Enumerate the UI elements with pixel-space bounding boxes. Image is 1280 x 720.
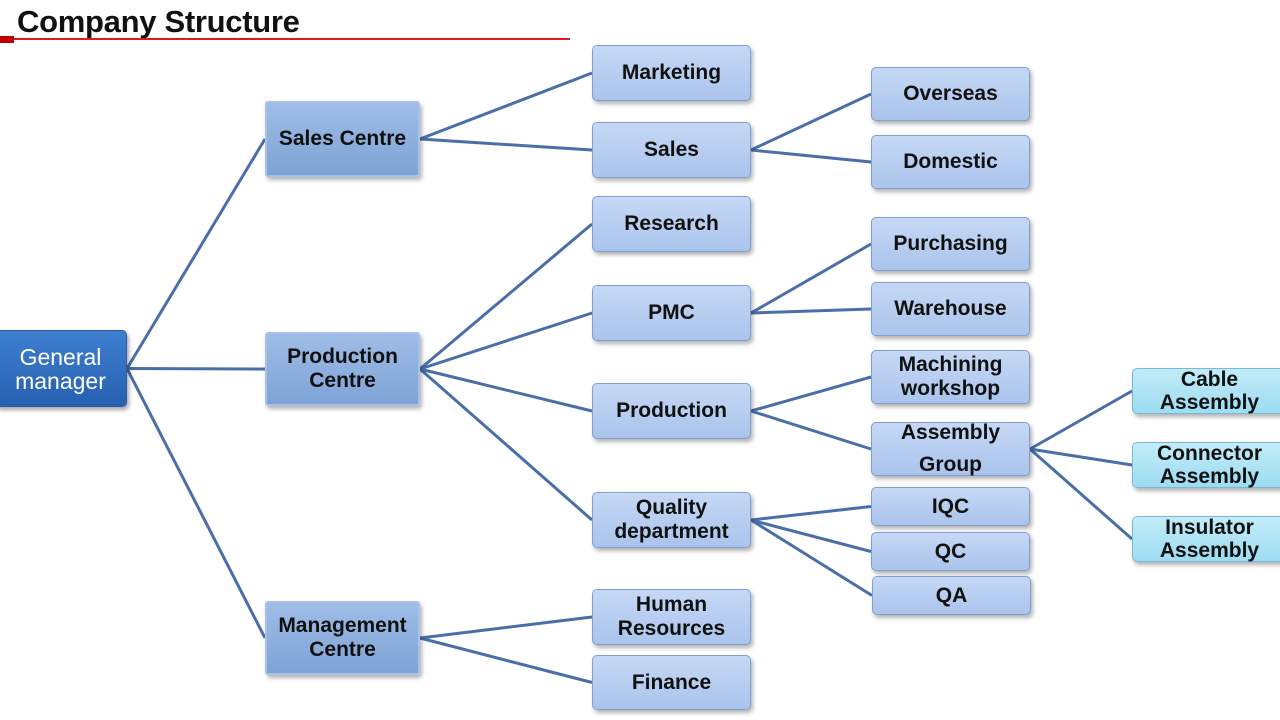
- connector-assembly-connector: [1029, 447, 1133, 467]
- connector-assembly-insulator: [1029, 447, 1133, 541]
- connector-sales_centre-sales: [419, 137, 593, 152]
- connector-production_centre-research: [419, 222, 593, 371]
- node-assembly-group[interactable]: Assembly Group: [871, 421, 1030, 476]
- node-purchasing[interactable]: Purchasing: [871, 217, 1030, 271]
- node-human-resources[interactable]: Human Resources: [592, 589, 751, 645]
- node-quality-department[interactable]: Quality department: [592, 492, 751, 548]
- connector-sales-domestic: [750, 148, 872, 164]
- connector-production-assembly: [750, 409, 872, 451]
- connector-pmc-purchasing: [750, 242, 872, 315]
- node-finance[interactable]: Finance: [592, 655, 751, 710]
- connector-management_centre-hr: [419, 615, 593, 640]
- connector-gm-management_centre: [125, 367, 267, 639]
- connector-quality-qc: [750, 518, 872, 553]
- node-overseas[interactable]: Overseas: [871, 67, 1030, 121]
- title-underline: [14, 38, 570, 40]
- node-qc[interactable]: QC: [871, 532, 1030, 571]
- node-sales-centre[interactable]: Sales Centre: [265, 101, 420, 177]
- connector-sales_centre-marketing: [419, 71, 593, 141]
- connector-production_centre-pmc: [419, 311, 593, 371]
- node-management-centre[interactable]: Management Centre: [265, 601, 420, 675]
- node-sales[interactable]: Sales: [592, 122, 751, 178]
- connector-sales-overseas: [750, 92, 872, 152]
- connector-production_centre-production: [419, 367, 593, 413]
- node-cable-assembly[interactable]: Cable Assembly: [1132, 368, 1280, 414]
- connector-management_centre-finance: [419, 636, 593, 684]
- node-warehouse[interactable]: Warehouse: [871, 282, 1030, 336]
- node-research[interactable]: Research: [592, 196, 751, 252]
- node-marketing[interactable]: Marketing: [592, 45, 751, 101]
- connector-gm-sales_centre: [125, 138, 267, 370]
- node-production-centre[interactable]: Production Centre: [265, 332, 420, 406]
- node-pmc[interactable]: PMC: [592, 285, 751, 341]
- node-domestic[interactable]: Domestic: [871, 135, 1030, 189]
- node-production[interactable]: Production: [592, 383, 751, 439]
- node-insulator-assembly[interactable]: Insulator Assembly: [1132, 516, 1280, 562]
- node-general-manager[interactable]: General manager: [0, 330, 127, 407]
- connector-assembly-cable: [1029, 389, 1133, 451]
- connector-gm-production_centre: [126, 367, 266, 371]
- connector-quality-iqc: [750, 505, 872, 522]
- page-title: Company Structure: [17, 4, 300, 39]
- node-iqc[interactable]: IQC: [871, 487, 1030, 526]
- connector-pmc-warehouse: [750, 307, 872, 315]
- connector-production_centre-quality: [419, 367, 593, 522]
- node-machining-workshop[interactable]: Machining workshop: [871, 350, 1030, 404]
- node-connector-assembly[interactable]: Connector Assembly: [1132, 442, 1280, 488]
- connector-production-machining: [750, 375, 872, 413]
- node-qa[interactable]: QA: [872, 576, 1031, 615]
- connector-quality-qa: [750, 518, 873, 597]
- title-accent-mark: [0, 36, 14, 43]
